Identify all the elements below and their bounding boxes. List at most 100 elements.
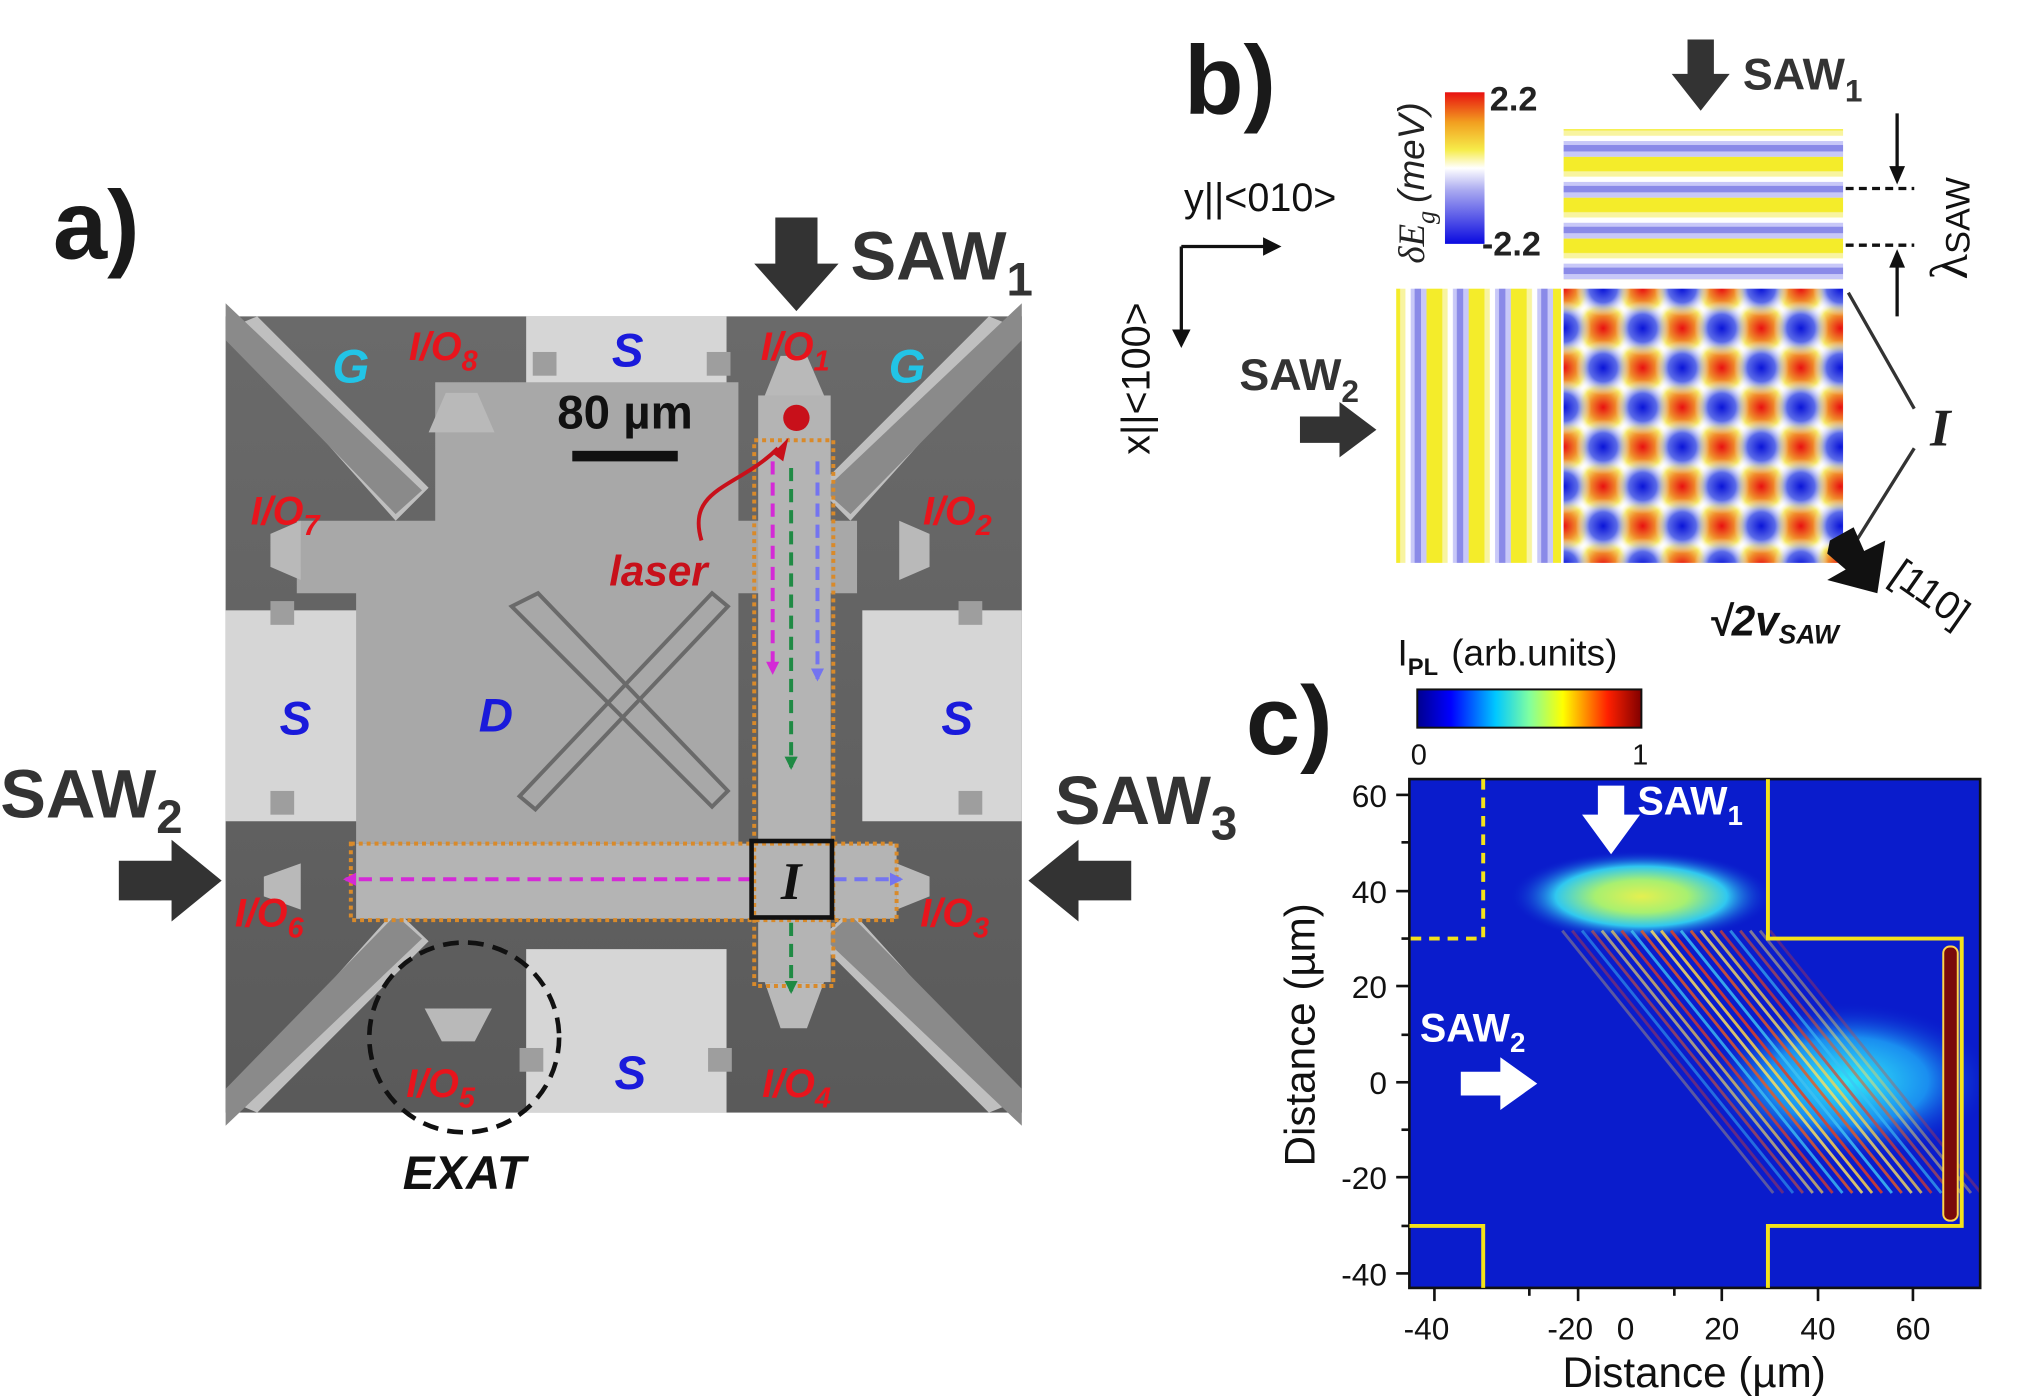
port-label-5: I/O5	[406, 1062, 476, 1115]
pl-colorbar	[1416, 688, 1643, 729]
interference-stripe	[1650, 929, 1864, 1194]
laser-spot	[783, 404, 810, 432]
interference-stripe	[1620, 929, 1834, 1194]
x-tick-label: -20	[1547, 1310, 1593, 1346]
exat-circle	[366, 940, 562, 1135]
intersection-bracket	[1846, 291, 1916, 555]
interference-stripe	[1630, 929, 1844, 1194]
intersection-label-b: I	[1929, 400, 1953, 458]
direction-label: [110]	[1883, 551, 1978, 636]
saw2-stripes	[1396, 288, 1561, 563]
colorbar-title-b: δEg(meV)	[1391, 102, 1441, 263]
saw2-arrow-a	[118, 839, 222, 922]
exat-label: EXAT	[403, 1147, 530, 1200]
interference-stripe	[1749, 929, 1963, 1194]
interference-stripes	[1561, 929, 1981, 1194]
saw1-label-b: SAW1	[1743, 50, 1863, 109]
strain-colorbar	[1444, 92, 1485, 244]
colorbar-max-b: 2.2	[1490, 81, 1538, 119]
saw1-stripes	[1563, 129, 1844, 280]
gate-label-right: G	[889, 340, 926, 393]
panel-a: a)	[0, 170, 1237, 1200]
waveguide-boundary	[1409, 779, 1964, 1288]
saw2-label-a: SAW2	[0, 755, 182, 844]
colorbar-title-c: IPL(arb.units)	[1398, 633, 1618, 681]
scale-bar	[572, 450, 678, 462]
laser-label: laser	[609, 547, 710, 594]
interference-pattern	[1563, 288, 1844, 563]
port-label-1: I/O1	[761, 325, 830, 378]
interference-stripe	[1660, 929, 1874, 1194]
colorbar-min-b: -2.2	[1482, 226, 1541, 264]
x-tick-label: -40	[1404, 1310, 1450, 1346]
x-tick-label: 60	[1895, 1310, 1930, 1346]
pl-map	[1409, 779, 1981, 1288]
port-label-8: I/O8	[409, 325, 479, 378]
y-tick-label: 20	[1352, 969, 1387, 1005]
y-tick-label: 60	[1352, 778, 1387, 814]
saw1-label-c: SAW1	[1637, 780, 1742, 832]
interference-stripe	[1679, 929, 1893, 1194]
y-tick-label: -20	[1341, 1160, 1387, 1196]
intersection-box	[749, 838, 835, 920]
source-label-top: S	[612, 324, 644, 377]
port-label-4: I/O4	[762, 1062, 831, 1115]
source-pad-right	[862, 610, 1022, 822]
panel-b-label: b)	[1184, 25, 1276, 134]
gate-label-left: G	[332, 340, 369, 393]
drain-label: D	[479, 690, 513, 743]
saw1-arrow-b	[1671, 39, 1730, 111]
interference-stripe	[1610, 929, 1824, 1194]
interference-stripe	[1640, 929, 1854, 1194]
y-tick-label: -40	[1341, 1256, 1387, 1292]
interference-stripe	[1600, 929, 1814, 1194]
interference-stripe	[1739, 929, 1953, 1194]
device-micrograph	[225, 303, 1022, 1126]
source-label-left: S	[280, 692, 312, 745]
x-ticks	[1433, 1287, 1915, 1302]
interference-stripe	[1669, 929, 1884, 1194]
port-label-3: I/O3	[920, 892, 989, 945]
x-tick-label: 20	[1704, 1310, 1739, 1346]
interference-stripe	[1689, 929, 1903, 1194]
interference-stripe	[1590, 929, 1804, 1194]
panel-c-label: c)	[1246, 666, 1333, 775]
velocity-label: √2vSAW	[1709, 597, 1841, 649]
saw1-label-a: SAW1	[850, 217, 1032, 306]
interference-stripe	[1561, 929, 1775, 1194]
diagonal-velocity-arrow	[1827, 527, 1886, 594]
saw2-label-b: SAW2	[1239, 350, 1359, 409]
interference-stripe	[1699, 929, 1913, 1194]
saw1-arrow-a	[754, 217, 839, 312]
interference-stripe	[1571, 929, 1785, 1194]
panel-b: b) 2.2 -2.2 δEg(meV) y||<010> x||<100> S…	[1115, 25, 1979, 649]
source-label-right: S	[941, 692, 973, 745]
interference-stripe	[1709, 929, 1923, 1194]
saw1-arrow-c	[1582, 785, 1641, 855]
x-tick-label: 40	[1800, 1310, 1835, 1346]
colorbar-min-c: 0	[1411, 740, 1427, 772]
port-label-6: I/O6	[235, 892, 305, 945]
x-tick-label: 0	[1617, 1310, 1635, 1346]
crystal-axes	[1179, 244, 1273, 341]
intersection-label: I	[780, 853, 804, 911]
y-axis-label: Distance (µm)	[1276, 903, 1323, 1166]
saw2-arrow-b	[1299, 402, 1377, 458]
y-tick-label: 40	[1352, 874, 1387, 910]
port-label-2: I/O2	[923, 490, 992, 543]
wavelength-label: λSAW	[1921, 176, 1979, 279]
panel-c: c) IPL(arb.units) 0 1 SAW1 SAW2	[1246, 633, 1982, 1396]
wavelength-marker	[1845, 113, 1915, 317]
interference-stripe	[1729, 929, 1943, 1194]
saw2-label-c: SAW2	[1420, 1006, 1525, 1058]
laser-pointer	[696, 446, 780, 542]
colorbar-max-c: 1	[1632, 740, 1648, 772]
interference-stripe	[1719, 929, 1933, 1194]
saw2-arrow-c	[1460, 1057, 1538, 1110]
y-tick-label: 0	[1369, 1065, 1387, 1101]
x-axis-label: Distance (µm)	[1562, 1349, 1825, 1396]
scale-bar-label: 80 µm	[557, 386, 692, 439]
saw3-label-a: SAW3	[1055, 762, 1238, 851]
axis-x-label: x||<100>	[1115, 302, 1159, 454]
